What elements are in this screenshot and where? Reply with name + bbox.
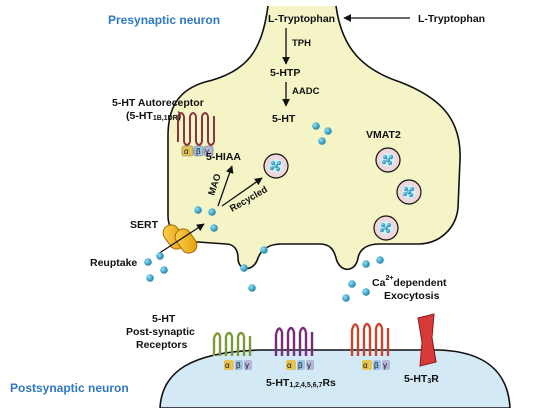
- cytosolic-serotonin-cluster: [312, 122, 332, 145]
- serotonin-molecule: [160, 266, 168, 274]
- recycle-arrow: [221, 177, 263, 207]
- tryptophan-internal-label: L-Tryptophan: [268, 13, 335, 25]
- serotonin-molecule: [146, 274, 154, 282]
- serotonin-molecule: [240, 264, 248, 272]
- serotonin-molecule: [144, 258, 152, 266]
- serotonin-molecule: [324, 127, 332, 135]
- serotonin-molecule: [156, 252, 164, 260]
- synaptic-vesicle: [375, 147, 401, 173]
- htp-label: 5-HTP: [270, 67, 300, 79]
- serotonin-molecule: [362, 260, 370, 268]
- svg-text:β: β: [298, 361, 303, 370]
- postsynaptic-g-protein-2: α β γ: [286, 360, 314, 370]
- autoreceptor-gpcr: [177, 112, 215, 146]
- svg-text:β: β: [374, 361, 379, 370]
- post-receptors-label-line3: Receptors: [136, 339, 188, 351]
- serotonin-molecule: [312, 122, 320, 130]
- svg-text:γ: γ: [245, 361, 249, 370]
- tph-enzyme-label: TPH: [292, 38, 311, 49]
- synaptic-vesicle: [396, 179, 422, 205]
- tryptophan-external-label: L-Tryptophan: [418, 13, 485, 25]
- post-receptors-label-line1: 5-HT: [152, 313, 176, 325]
- serotonin-molecule: [210, 224, 218, 232]
- svg-text:α: α: [225, 361, 230, 370]
- serotonin-molecule: [260, 246, 268, 254]
- ht3-ion-channel: [417, 313, 437, 367]
- sert-transporter: [162, 224, 198, 254]
- hiaa-label: 5-HIAA: [206, 151, 241, 163]
- svg-text:α: α: [184, 147, 189, 156]
- post-receptors-label-line2: Post-synaptic: [126, 326, 195, 338]
- reuptake-arrow: [157, 223, 205, 255]
- serotonin-molecule: [318, 137, 326, 145]
- synaptic-cleft-serotonin: [144, 246, 384, 302]
- gpcr-subtype-label: 5-HT1,2,4,5,6,7Rs: [266, 377, 336, 389]
- exocytosis-label-line1: Ca2+dependent: [372, 275, 447, 289]
- svg-text:β: β: [236, 361, 241, 370]
- presynaptic-terminal: [167, 5, 461, 271]
- synaptic-vesicle: [373, 215, 399, 241]
- sert-label: SERT: [130, 219, 159, 231]
- postsynaptic-receptor-red: [350, 322, 390, 356]
- presynaptic-title: Presynaptic neuron: [108, 13, 220, 27]
- svg-text:β: β: [196, 147, 201, 156]
- svg-text:γ: γ: [307, 361, 311, 370]
- reuptake-label: Reuptake: [90, 257, 137, 269]
- mao-arrow: [217, 165, 234, 207]
- postsynaptic-receptor-purple: [274, 326, 314, 356]
- postsynaptic-g-protein-3: α β γ: [362, 360, 390, 370]
- serotonin-molecule: [342, 294, 350, 302]
- aadc-enzyme-label: AADC: [292, 86, 320, 97]
- serotonin-molecule: [208, 208, 216, 216]
- serotonin-molecule: [376, 256, 384, 264]
- ht3r-label: 5-HT3R: [404, 373, 439, 385]
- serotonin-molecule: [362, 288, 370, 296]
- serotonin-molecule: [348, 280, 356, 288]
- vmat2-label: VMAT2: [366, 129, 401, 141]
- serotonin-molecule: [194, 206, 202, 214]
- autoreceptor-label-line1: 5-HT Autoreceptor: [112, 97, 204, 109]
- postsynaptic-g-protein-1: α β γ: [224, 360, 252, 370]
- synaptic-vesicle: [263, 153, 289, 179]
- svg-text:γ: γ: [205, 147, 209, 156]
- svg-text:α: α: [287, 361, 292, 370]
- svg-text:α: α: [363, 361, 368, 370]
- autoreceptor-label-line2: (5-HT1B,1DR): [126, 110, 181, 122]
- postsynaptic-receptor-green: [212, 331, 252, 356]
- serotonin-molecule: [248, 284, 256, 292]
- postsynaptic-title: Postsynaptic neuron: [10, 381, 129, 395]
- exocytosis-label-line2: Exocytosis: [384, 290, 440, 302]
- serotonin-label: 5-HT: [272, 113, 296, 125]
- autoreceptor-g-protein: α β γ: [181, 145, 214, 157]
- svg-text:γ: γ: [383, 361, 387, 370]
